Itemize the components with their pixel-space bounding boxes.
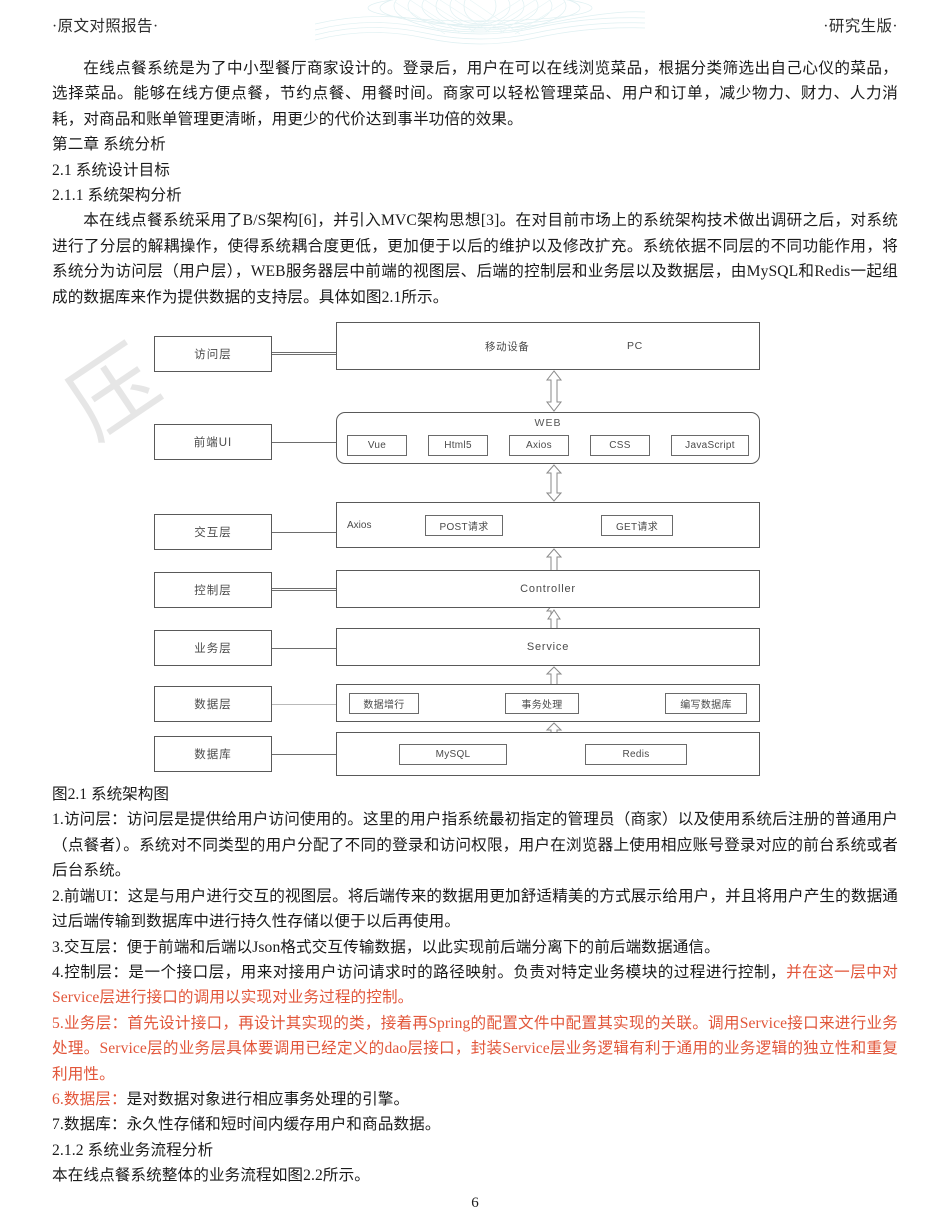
connector-business xyxy=(272,648,336,650)
web-chip-vue: Vue xyxy=(347,435,407,457)
list-item-data-layer: 6.数据层：是对数据对象进行相应事务处理的引擎。 xyxy=(52,1087,898,1112)
system-architecture-figure: 压 访问层 移动设备 PC 前端UI WEB Vue Html5 Axio xyxy=(51,322,898,777)
data-chip-db-write: 编写数据库 xyxy=(665,693,747,715)
connector-control xyxy=(272,588,336,592)
layer-label-business: 业务层 xyxy=(154,630,272,667)
list-item-frontend-ui: 2.前端UI：这是与用户进行交互的视图层。将后端传来的数据用更加舒适精美的方式展… xyxy=(52,887,898,931)
web-chip-html5: Html5 xyxy=(428,435,488,457)
interaction-axios-label: Axios xyxy=(347,519,372,531)
layer-label-database: 数据库 xyxy=(154,736,272,773)
data-layer-label-red: 6.数据层： xyxy=(52,1090,127,1108)
access-devices-box: 移动设备 PC xyxy=(336,322,760,371)
web-chip-axios: Axios xyxy=(509,435,569,457)
document-body: 在线点餐系统是为了中小型餐厅商家设计的。登录后，用户在可以在线浏览菜品，根据分类… xyxy=(51,56,898,1189)
control-layer-text-black: 4.控制层：是一个接口层，用来对接用户访问请求时的路径映射。负责对特定业务模块的… xyxy=(52,963,787,981)
layer-label-control: 控制层 xyxy=(154,572,272,609)
connector-frontend-ui xyxy=(272,442,336,444)
web-chip-row: Vue Html5 Axios CSS JavaScript xyxy=(347,435,749,457)
page-number: 6 xyxy=(471,1195,479,1211)
database-box: MySQL Redis xyxy=(336,732,760,777)
connector-data xyxy=(272,704,336,706)
interaction-chip-post: POST请求 xyxy=(425,515,503,537)
list-item-control-layer: 4.控制层：是一个接口层，用来对接用户访问请求时的路径映射。负责对特定业务模块的… xyxy=(52,960,898,1011)
data-chip-transaction: 事务处理 xyxy=(505,693,579,715)
data-chip-row: 数据增行 事务处理 编写数据库 xyxy=(349,693,747,715)
section-heading-2-1: 2.1 系统设计目标 xyxy=(52,161,170,179)
layer-label-data: 数据层 xyxy=(154,686,272,723)
page-running-header: ·原文对照报告· ·研究生版· xyxy=(0,10,950,40)
section-heading-2-1-2: 2.1.2 系统业务流程分析 xyxy=(52,1141,214,1159)
section-heading-2-1-1: 2.1.1 系统架构分析 xyxy=(52,187,182,205)
web-chip-css: CSS xyxy=(590,435,650,457)
architecture-diagram: 访问层 移动设备 PC 前端UI WEB Vue Html5 Axios CSS xyxy=(52,322,898,777)
layer-label-frontend-ui: 前端UI xyxy=(154,424,272,461)
data-chip-crud: 数据增行 xyxy=(349,693,419,715)
connector-interaction xyxy=(272,532,336,534)
header-left-text: ·原文对照报告· xyxy=(52,18,159,35)
connector-access xyxy=(272,352,336,356)
chapter-heading: 第二章 系统分析 xyxy=(52,136,166,154)
list-item-business-layer: 5.业务层：首先设计接口，再设计其实现的类，接着再Spring的配置文件中配置其… xyxy=(52,1014,898,1083)
interaction-chip-get: GET请求 xyxy=(601,515,673,537)
device-mobile-label: 移动设备 xyxy=(485,340,530,353)
web-box-title: WEB xyxy=(534,417,562,430)
arrow-web-to-interaction xyxy=(545,464,563,507)
device-pc-label: PC xyxy=(627,340,643,353)
interaction-box: Axios POST请求 GET请求 xyxy=(336,502,760,549)
figure-caption: 图2.1 系统架构图 xyxy=(52,786,169,804)
control-layer-text-red: 并在这一层中对 Service层进行接口的调用以实现对业务过程的控制。 xyxy=(52,963,898,1007)
data-layer-text-black: 是对数据对象进行相应事务处理的引擎。 xyxy=(126,1090,410,1108)
controller-box: Controller xyxy=(336,570,760,609)
list-item-database: 7.数据库：永久性存储和短时间内缓存用户和商品数据。 xyxy=(52,1116,441,1134)
data-layer-box: 数据增行 事务处理 编写数据库 xyxy=(336,684,760,723)
web-box: WEB Vue Html5 Axios CSS JavaScript xyxy=(336,412,760,465)
architecture-paragraph: 本在线点餐系统采用了B/S架构[6]，并引入MVC架构思想[3]。在对目前市场上… xyxy=(52,212,898,306)
database-chip-redis: Redis xyxy=(585,744,687,766)
layer-label-access: 访问层 xyxy=(154,336,272,373)
database-chip-mysql: MySQL xyxy=(399,744,507,766)
layer-label-interaction: 交互层 xyxy=(154,514,272,551)
service-box: Service xyxy=(336,628,760,667)
flow-paragraph: 本在线点餐系统整体的业务流程如图2.2所示。 xyxy=(52,1167,370,1185)
header-right-text: ·研究生版· xyxy=(823,18,898,35)
list-item-interaction-layer: 3.交互层：便于前端和后端以Json格式交互传输数据，以此实现前后端分离下的前后… xyxy=(52,938,720,956)
list-item-access-layer: 1.访问层：访问层是提供给用户访问使用的。这里的用户指系统最初指定的管理员（商家… xyxy=(52,811,898,880)
connector-database xyxy=(272,754,336,756)
web-chip-javascript: JavaScript xyxy=(671,435,749,457)
arrow-access-to-web xyxy=(545,370,563,417)
intro-paragraph: 在线点餐系统是为了中小型餐厅商家设计的。登录后，用户在可以在线浏览菜品，根据分类… xyxy=(52,60,898,128)
